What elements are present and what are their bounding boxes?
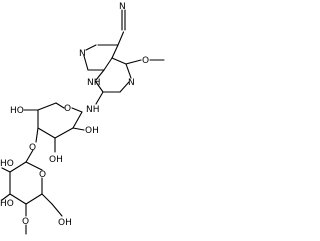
atom-nh-pyrrole: NH [87, 78, 101, 88]
bond-lines [1, 9, 165, 235]
atom-oh-ring1-c3: OH [49, 155, 63, 165]
chemical-structure: N N NH N O NH O HO OH OH O O HO HO O OH [0, 2, 165, 235]
atom-n-nitrile: N [119, 2, 126, 12]
atom-o-methoxy: O [142, 56, 149, 66]
atom-o-ring2: O [39, 170, 46, 180]
atom-labels: N N NH N O NH O HO OH OH O O HO HO O OH [0, 2, 149, 228]
atom-nh-link: NH [86, 105, 100, 115]
atom-oh-ring2-c6: OH [58, 218, 72, 228]
atom-n-pyrimidine: N [128, 78, 135, 88]
atom-oh-ring2-c2: HO [0, 159, 14, 169]
atom-o-ring2-c4: O [22, 217, 29, 227]
atom-o-glycosidic: O [29, 143, 36, 153]
atom-oh-ring2-c3: HO [0, 199, 14, 209]
atom-oh-ring1-c2: OH [85, 126, 99, 136]
atom-oh-ring1-c6: HO [10, 106, 24, 116]
atom-o-ring1: O [64, 104, 71, 114]
atom-n-pyrrole: N [79, 49, 86, 59]
